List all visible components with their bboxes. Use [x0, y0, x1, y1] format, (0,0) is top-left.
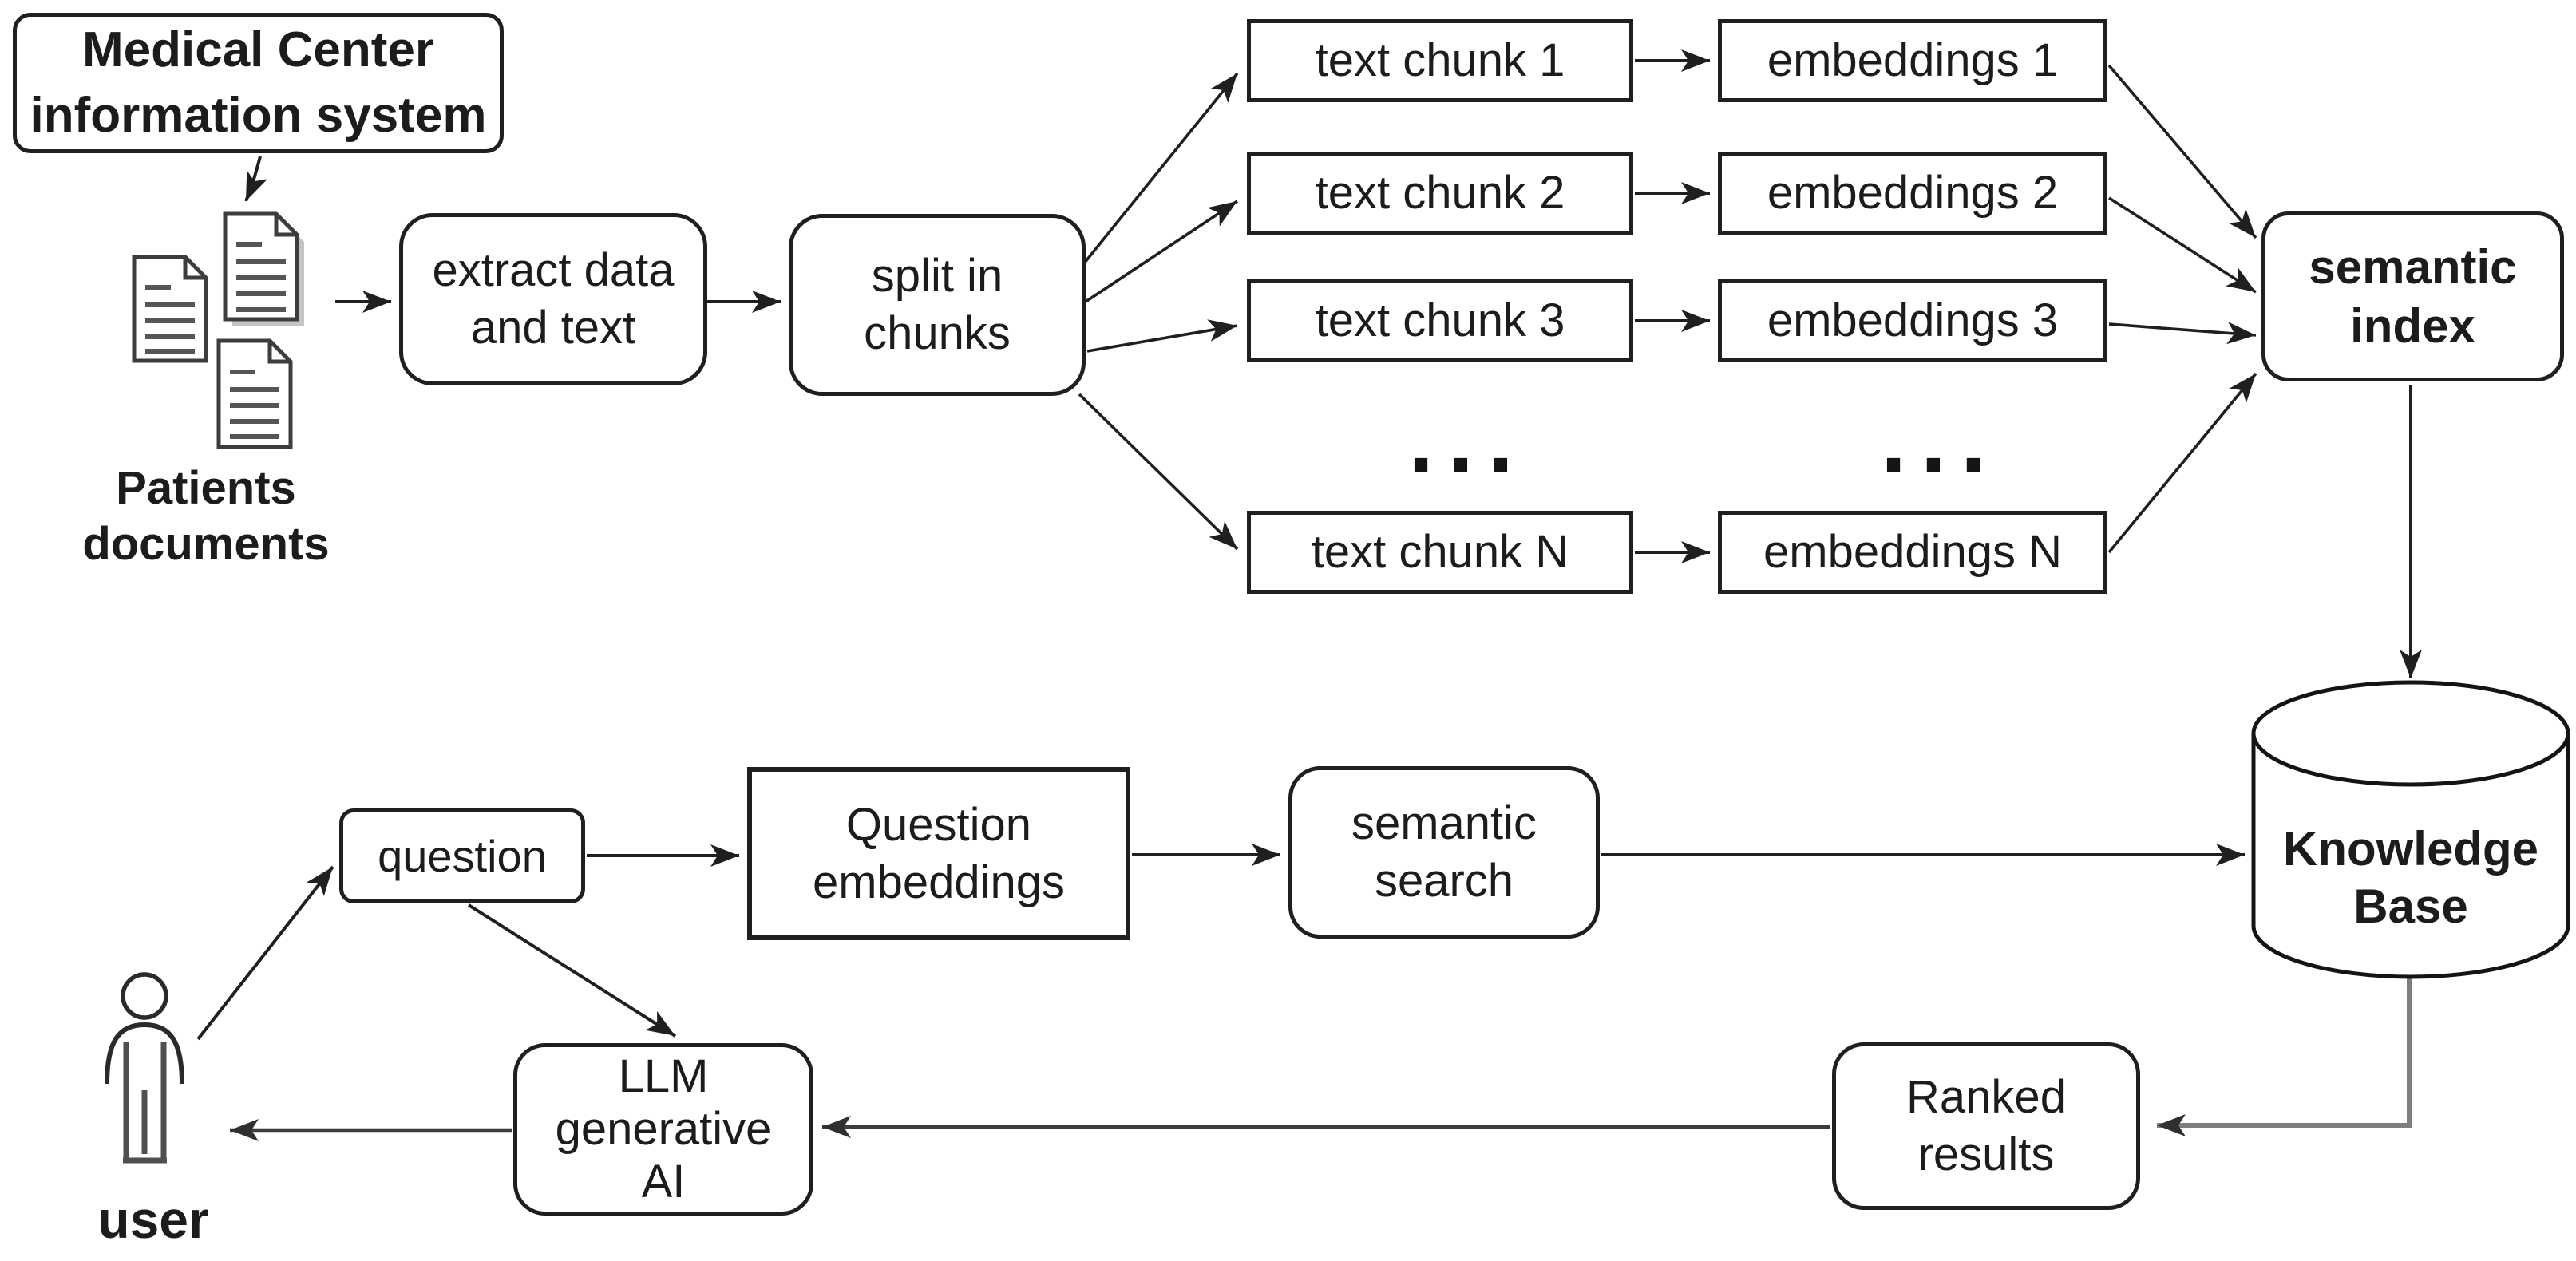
arrow-embeddings2-to-index — [2108, 196, 2257, 294]
user-label: user — [97, 1190, 209, 1249]
node-question: question — [339, 808, 585, 903]
node-text-chunk-n: text chunk N — [1247, 511, 1633, 594]
node-medical-center-information-system: Medical Center information system — [13, 13, 504, 153]
node-embeddings-n: embeddings N — [1718, 511, 2107, 594]
arrow-split-to-chunk-3 — [1086, 319, 1238, 353]
node-semantic-search: semantic search — [1288, 766, 1600, 939]
documents-stack-icon — [132, 211, 304, 449]
document-icon — [132, 255, 208, 363]
arrow-embeddings3-to-index — [2108, 322, 2257, 345]
arrow-split-to-chunk-n — [1078, 393, 1239, 551]
node-embeddings-2: embeddings 2 — [1718, 152, 2107, 235]
patients-documents-label: Patients documents — [82, 462, 330, 570]
node-embeddings-1: embeddings 1 — [1718, 19, 2107, 102]
arrow-user-to-question — [196, 865, 334, 1041]
node-question-embeddings: Question embeddings — [747, 767, 1130, 940]
arrow-question-to-llm — [467, 903, 677, 1038]
arrow-embeddings1-to-index — [2107, 64, 2257, 239]
arrow-embeddingsn-to-index — [2107, 372, 2257, 554]
knowledge-base-label: Knowledge Base — [2282, 822, 2538, 933]
node-text-chunk-1: text chunk 1 — [1247, 19, 1633, 102]
document-icon — [216, 338, 293, 449]
arrow-split-to-chunk-2 — [1085, 200, 1238, 303]
arrow-split-to-chunk-1 — [1082, 72, 1239, 265]
connector-arrows — [196, 49, 2422, 1141]
arrow-knowledge-base-to-ranked-results — [2157, 977, 2412, 1136]
node-semantic-index: semantic index — [2261, 211, 2564, 381]
node-text-chunk-2: text chunk 2 — [1247, 152, 1633, 235]
ellipsis-text-chunks: ... — [1408, 389, 1528, 492]
node-llm-generative-ai: LLM generative AI — [513, 1043, 813, 1216]
ellipsis-embeddings: ... — [1881, 389, 2000, 492]
node-embeddings-3: embeddings 3 — [1718, 279, 2107, 362]
person-icon — [105, 972, 184, 1164]
arrow-medical-center-to-documents — [244, 156, 268, 202]
node-split-in-chunks: split in chunks — [789, 214, 1086, 396]
database-cylinder-icon — [2251, 680, 2570, 979]
document-icon — [223, 211, 304, 326]
node-text-chunk-3: text chunk 3 — [1247, 279, 1633, 362]
node-ranked-results: Ranked results — [1832, 1042, 2140, 1210]
node-extract-data-and-text: extract data and text — [399, 213, 707, 385]
